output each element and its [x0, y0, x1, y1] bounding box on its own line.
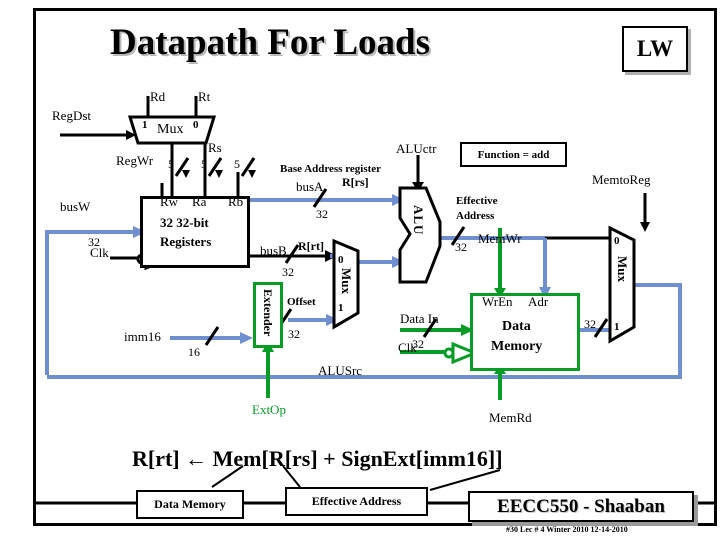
width-rw: 5 [168, 157, 174, 171]
label-busw: busW [60, 199, 91, 214]
label-aluctr: ALUctr [396, 141, 437, 156]
label-offset: Offset [287, 296, 316, 308]
label-rd: Rd [150, 89, 166, 104]
regfile-title-line1: 32 32-bit [160, 215, 209, 230]
regfile-port-rw: Rw [160, 194, 179, 209]
regfile-port-rb: Rb [228, 194, 244, 209]
slide-border [33, 8, 717, 526]
mux-memtoreg-sel-bottom: 1 [614, 321, 620, 333]
label-imm16: imm16 [124, 329, 161, 344]
mux-alusrc-label: Mux [339, 268, 354, 294]
mux-regdst-sel-left: 1 [142, 119, 148, 131]
label-busb-value: R[rt] [298, 239, 324, 253]
annotation-effective-address: Effective Address [285, 487, 428, 516]
width-busb: 32 [282, 265, 294, 279]
data-memory-box [470, 293, 580, 371]
alu-shape [398, 186, 442, 284]
label-memwr: MemWr [478, 231, 522, 246]
mux-memtoreg-sel-top: 0 [614, 235, 620, 247]
label-busa: busA [296, 179, 324, 194]
width-effective-address: 32 [455, 240, 467, 254]
regfile-port-ra: Ra [192, 194, 207, 209]
mux-alusrc-sel-top: 0 [338, 254, 344, 266]
label-data-in: Data In [400, 311, 439, 326]
data-memory-title-1: Data [502, 319, 531, 334]
label-busa-value: R[rs] [342, 175, 369, 189]
mux-regdst-label: Mux [157, 122, 184, 137]
label-base-address-register: Base Address register [280, 163, 382, 175]
label-clk-regfile: Clk [90, 245, 109, 260]
footer-course: EECC550 - Shaaban [468, 491, 694, 522]
width-busw: 32 [88, 235, 100, 249]
label-regwr: RegWr [116, 153, 154, 168]
label-rs: Rs [208, 140, 222, 155]
label-effective-address-2: Address [456, 210, 495, 222]
width-rb: 5 [234, 157, 240, 171]
width-ra: 5 [201, 157, 207, 171]
width-busa: 32 [316, 207, 328, 221]
label-adr: Adr [528, 294, 549, 309]
extender-label: Extender [261, 289, 275, 337]
label-wren: WrEn [482, 294, 513, 309]
width-offset: 32 [288, 327, 300, 341]
mux-memtoreg-shape [608, 225, 636, 344]
data-memory-title-2: Memory [491, 339, 543, 354]
annotation-data-memory: Data Memory [136, 490, 244, 519]
width-data-in: 32 [412, 337, 424, 351]
instruction-equation: R[rt] ← Mem[R[rs] + SignExt[imm16]] [132, 446, 503, 471]
width-imm16: 16 [188, 345, 200, 359]
width-data-out: 32 [584, 317, 596, 331]
mux-memtoreg-label: Mux [615, 256, 630, 282]
extender-box [253, 282, 283, 348]
instruction-badge: LW [622, 26, 688, 72]
label-memtoreg: MemtoReg [592, 172, 651, 187]
alu-label: ALU [411, 205, 426, 236]
mux-alusrc-shape [332, 238, 360, 330]
function-box: Function = add [460, 142, 567, 167]
mux-regdst-shape [127, 115, 217, 145]
label-rt: Rt [198, 89, 211, 104]
regfile-title-line2: Registers [160, 234, 212, 249]
mux-regdst-sel-right: 0 [193, 119, 199, 131]
label-extop: ExtOp [252, 402, 286, 417]
label-alusrc: ALUSrc [318, 363, 363, 378]
mux-alusrc-sel-bottom: 1 [338, 302, 344, 314]
label-regdst: RegDst [52, 108, 91, 123]
footer-meta: #30 Lec # 4 Winter 2010 12-14-2010 [506, 525, 628, 534]
register-file-box [140, 196, 250, 268]
label-clk-memory: Clk [398, 340, 417, 355]
label-busb: busB [260, 243, 287, 258]
page-title: Datapath For Loads [110, 22, 431, 63]
label-memrd: MemRd [489, 410, 532, 425]
label-effective-address-1: Effective [456, 195, 498, 207]
